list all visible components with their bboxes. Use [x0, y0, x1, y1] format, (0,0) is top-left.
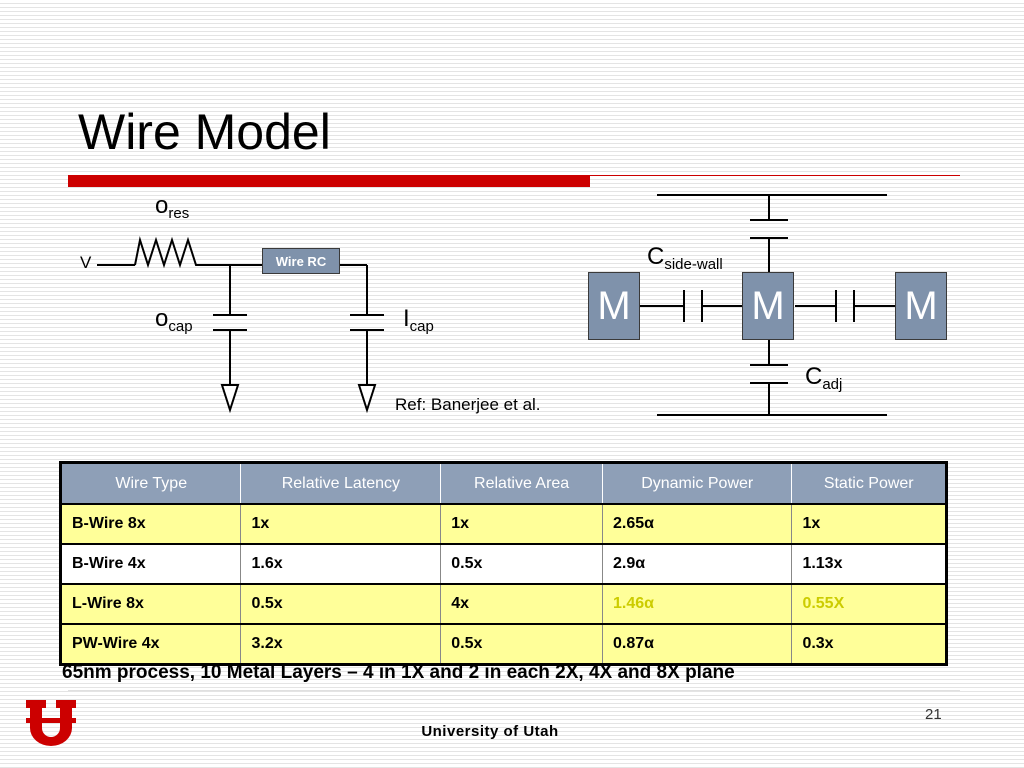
table-header-row: Wire Type Relative Latency Relative Area… [59, 462, 947, 505]
table-cell: 0.5x [440, 543, 603, 585]
title-underline-red [68, 175, 590, 187]
wire-comparison-table: Wire Type Relative Latency Relative Area… [59, 461, 948, 666]
table-cell: 1.6x [240, 543, 442, 585]
capacitor-label: ocap [155, 305, 193, 335]
table-cell: 2.65α [601, 503, 793, 545]
table-cell: 1x [240, 503, 442, 545]
reference-text: Ref: Banerjee et al. [395, 395, 541, 414]
table-cell: 2.9α [601, 543, 793, 585]
side-wall-cap-label: Cside-wall [647, 243, 723, 273]
header-relative-area: Relative Area [440, 462, 603, 505]
table-cell-highlight: 1.46α [601, 583, 793, 625]
wire-rc-box: Wire RC [262, 248, 340, 274]
header-relative-latency: Relative Latency [240, 462, 442, 505]
resistor-label: ores [155, 192, 190, 222]
header-wire-type: Wire Type [59, 462, 242, 505]
table-cell: 0.87α [601, 623, 793, 665]
table-cell: 1x [791, 503, 947, 545]
table-cell: 1.13x [791, 543, 947, 585]
table-cell: L-Wire 8x [59, 583, 242, 625]
title-underline-thin [590, 175, 960, 176]
metal-box-right: M [895, 272, 947, 340]
table-cell: 0.5x [240, 583, 442, 625]
table-row: B-Wire 8x 1x 1x 2.65α 1x [59, 503, 947, 545]
table-cell: 4x [440, 583, 603, 625]
table-cell: 0.3x [791, 623, 947, 665]
metal-box-left: M [588, 272, 640, 340]
resistor-symbol [134, 236, 205, 269]
adj-cap-label: Cadj [805, 363, 843, 393]
icap-label: Icap [403, 305, 434, 335]
table-row: PW-Wire 4x 3.2x 0.5x 0.87α 0.3x [59, 623, 947, 665]
ground-right [357, 384, 377, 414]
footer-text: University of Utah [421, 723, 559, 740]
table-row: L-Wire 8x 0.5x 4x 1.46α 0.55X [59, 583, 947, 625]
table-cell: B-Wire 8x [59, 503, 242, 545]
table-cell: 3.2x [240, 623, 442, 665]
metal-box-center: M [742, 272, 794, 340]
slide-title: Wire Model [78, 104, 331, 160]
table-cell: 0.5x [440, 623, 603, 665]
page-number: 21 [925, 706, 942, 723]
table-cell-highlight: 0.55X [791, 583, 947, 625]
table-cell: B-Wire 4x [59, 543, 242, 585]
table-row: B-Wire 4x 1.6x 0.5x 2.9α 1.13x [59, 543, 947, 585]
table-cell: PW-Wire 4x [59, 623, 242, 665]
university-of-utah-logo-icon [26, 700, 76, 746]
header-static-power: Static Power [791, 462, 947, 505]
header-dynamic-power: Dynamic Power [601, 462, 793, 505]
footer-divider [68, 690, 960, 691]
ground-left [220, 384, 240, 414]
process-note: 65nm process, 10 Metal Layers – 4 in 1X … [62, 662, 735, 683]
voltage-label: V [80, 253, 92, 272]
table-cell: 1x [440, 503, 603, 545]
wire-model-diagram [97, 194, 895, 416]
